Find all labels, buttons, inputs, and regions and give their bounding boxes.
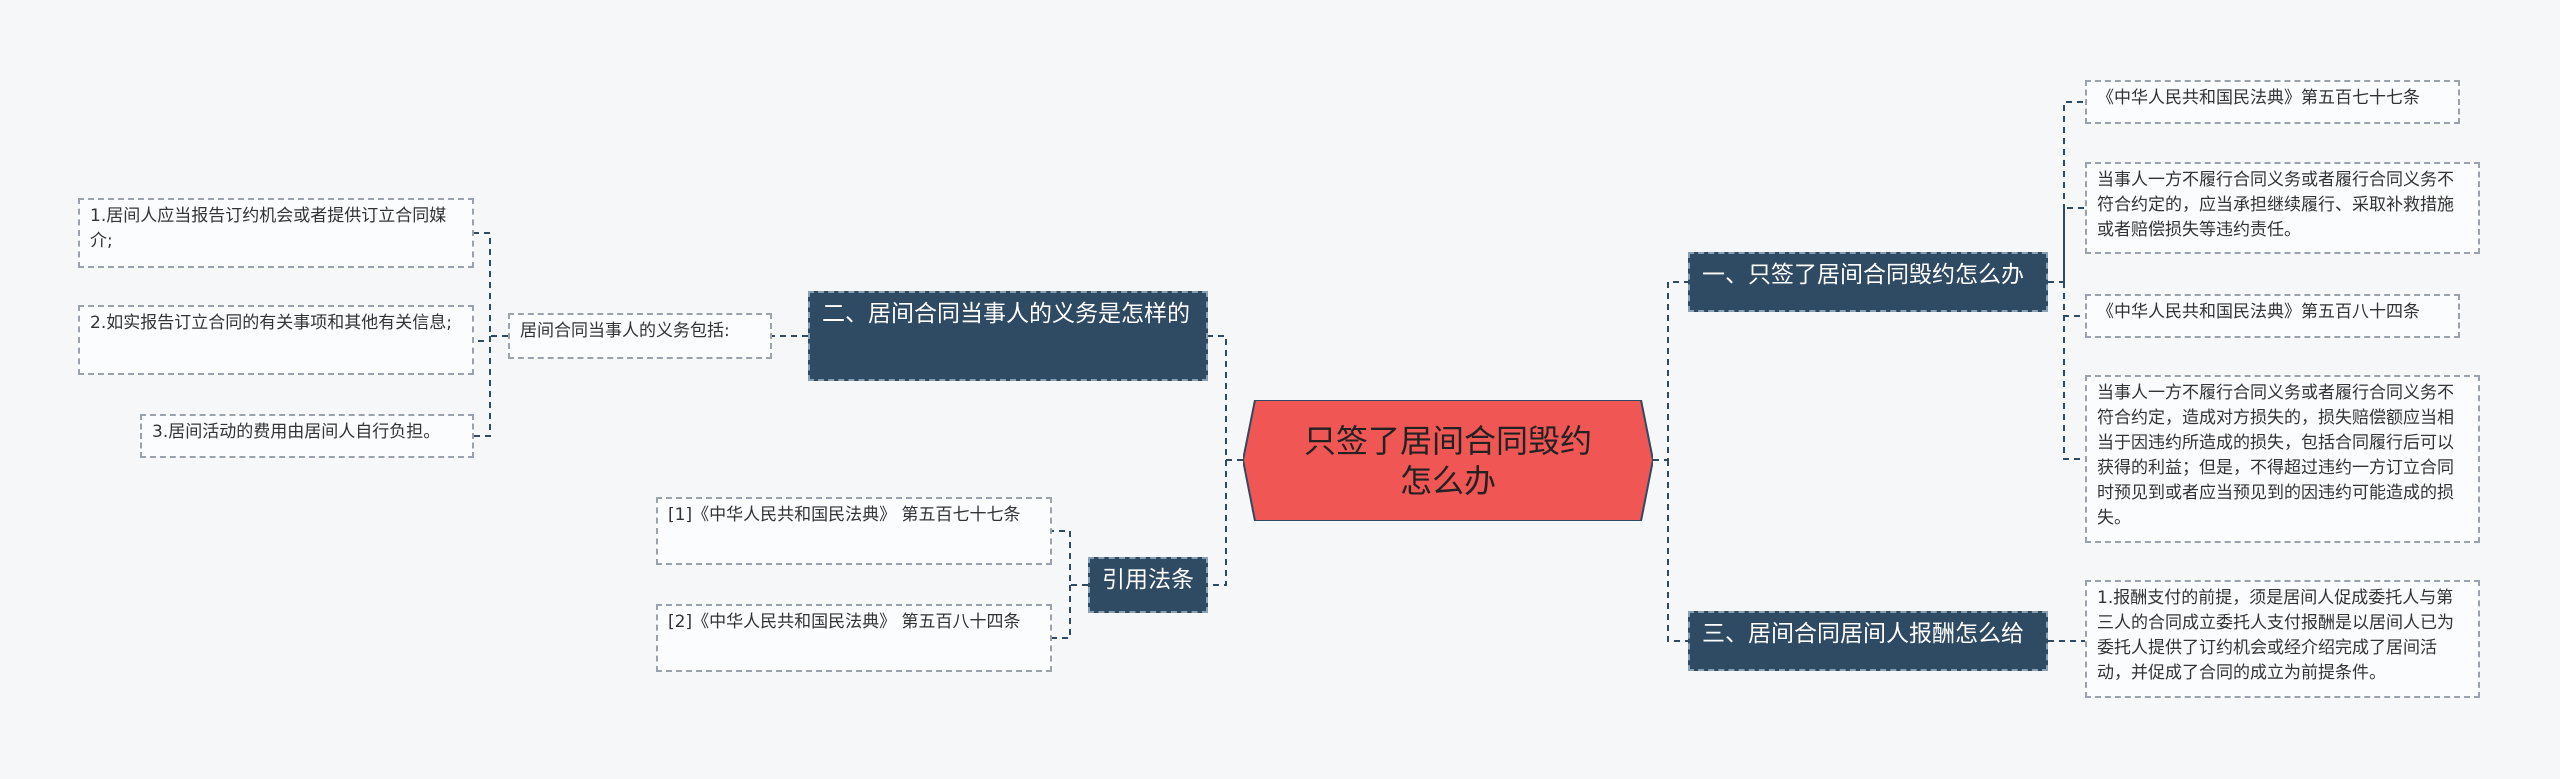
q3-leaf-1-text: 1.报酬支付的前提，须是居间人促成委托人与第三人的合同成立委托人支付报酬是以居间… [2097, 588, 2454, 683]
root-label: 只签了居间合同毁约怎么办 [1303, 421, 1592, 500]
q1-leaf-1-text: 《中华人民共和国民法典》第五百七十七条 [2097, 88, 2420, 108]
q2-leaf-3[interactable]: 3.居间活动的费用由居间人自行负担。 [140, 414, 474, 458]
q2-sub-node[interactable]: 居间合同当事人的义务包括: [508, 313, 772, 359]
q2-leaf-1-text: 1.居间人应当报告订约机会或者提供订立合同媒介; [90, 206, 447, 251]
q2-leaf-1[interactable]: 1.居间人应当报告订约机会或者提供订立合同媒介; [78, 198, 474, 268]
q2-leaf-2-text: 2.如实报告订立合同的有关事项和其他有关信息; [90, 313, 452, 333]
topic-q2[interactable]: 二、居间合同当事人的义务是怎样的 [808, 291, 1208, 381]
refs-leaf-2-text: [2]《中华人民共和国民法典》 第五百八十四条 [668, 612, 1021, 632]
q1-leaf-1[interactable]: 《中华人民共和国民法典》第五百七十七条 [2085, 80, 2460, 124]
q2-leaf-3-text: 3.居间活动的费用由居间人自行负担。 [152, 422, 441, 442]
q2-leaf-2[interactable]: 2.如实报告订立合同的有关事项和其他有关信息; [78, 305, 474, 375]
q1-leaf-3-text: 《中华人民共和国民法典》第五百八十四条 [2097, 302, 2420, 322]
q1-leaf-2[interactable]: 当事人一方不履行合同义务或者履行合同义务不符合约定的，应当承担继续履行、采取补救… [2085, 162, 2480, 254]
root-node[interactable]: 只签了居间合同毁约怎么办 [1243, 400, 1653, 521]
topic-refs-label: 引用法条 [1102, 567, 1194, 593]
q1-leaf-4[interactable]: 当事人一方不履行合同义务或者履行合同义务不符合约定，造成对方损失的，损失赔偿额应… [2085, 375, 2480, 543]
topic-q1-label: 一、只签了居间合同毁约怎么办 [1702, 262, 2024, 288]
topic-refs[interactable]: 引用法条 [1088, 557, 1208, 613]
topic-q1[interactable]: 一、只签了居间合同毁约怎么办 [1688, 252, 2048, 312]
root-hexagon-shape [1243, 400, 1653, 521]
topic-q2-label: 二、居间合同当事人的义务是怎样的 [822, 301, 1190, 327]
refs-leaf-1[interactable]: [1]《中华人民共和国民法典》 第五百七十七条 [656, 497, 1052, 565]
refs-leaf-1-text: [1]《中华人民共和国民法典》 第五百七十七条 [668, 505, 1021, 525]
refs-leaf-2[interactable]: [2]《中华人民共和国民法典》 第五百八十四条 [656, 604, 1052, 672]
q3-leaf-1[interactable]: 1.报酬支付的前提，须是居间人促成委托人与第三人的合同成立委托人支付报酬是以居间… [2085, 580, 2480, 698]
q2-sub-text: 居间合同当事人的义务包括: [520, 321, 730, 341]
topic-q3-label: 三、居间合同居间人报酬怎么给 [1702, 621, 2024, 647]
topic-q3[interactable]: 三、居间合同居间人报酬怎么给 [1688, 611, 2048, 671]
q1-leaf-3[interactable]: 《中华人民共和国民法典》第五百八十四条 [2085, 294, 2460, 338]
q1-leaf-4-text: 当事人一方不履行合同义务或者履行合同义务不符合约定，造成对方损失的，损失赔偿额应… [2097, 383, 2454, 528]
q1-leaf-2-text: 当事人一方不履行合同义务或者履行合同义务不符合约定的，应当承担继续履行、采取补救… [2097, 170, 2454, 240]
